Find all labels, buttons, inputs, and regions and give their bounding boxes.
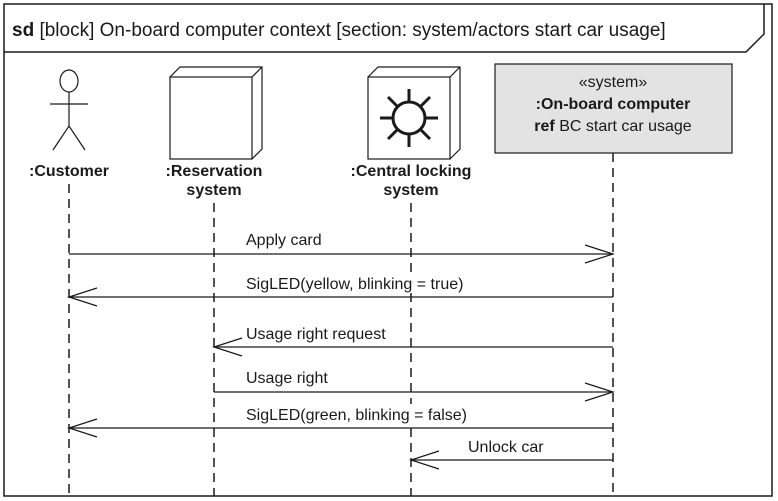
message-sigled-yellow: SigLED(yellow, blinking = true) [67,273,613,307]
frame-title-text: [block] On-board computer context [secti… [34,20,666,41]
message-label: SigLED(yellow, blinking = true) [246,276,463,293]
sun-icon [380,89,438,147]
system-stereotype: «system» [579,74,648,91]
message-sigled-green: SigLED(green, blinking = false) [67,404,613,438]
frame-title: sd [block] On-board computer context [se… [12,20,666,41]
lifeline-label-central-line2: system [383,182,438,199]
lifeline-label-reservation-line1: :Reservation [166,163,263,180]
system-ref-text: BC start car usage [555,118,692,135]
message-usage-right: Usage right [214,370,615,402]
frame-name-tab [4,4,765,53]
message-label: Usage right [246,370,328,387]
node-icon [169,66,263,160]
message-label: Apply card [246,232,322,249]
central-locking-node-icon [367,66,461,160]
lifeline-label-customer: :Customer [29,163,109,180]
message-unlock-car: Unlock car [409,439,613,470]
system-ref: ref BC start car usage [534,118,692,135]
lifeline-label-reservation-line2: system [186,182,241,199]
message-label: SigLED(green, blinking = false) [246,407,467,424]
frame-keyword: sd [12,20,34,41]
system-name: :On-board computer [536,96,691,113]
message-label: Usage right request [246,326,386,343]
message-apply-card: Apply card [69,232,615,264]
diagram-frame [3,3,773,497]
system-ref-keyword: ref [534,118,555,135]
message-label: Unlock car [468,439,544,456]
actor-icon [50,69,88,151]
lifeline-label-central-line1: :Central locking [351,163,472,180]
message-usage-right-request: Usage right request [212,323,613,357]
